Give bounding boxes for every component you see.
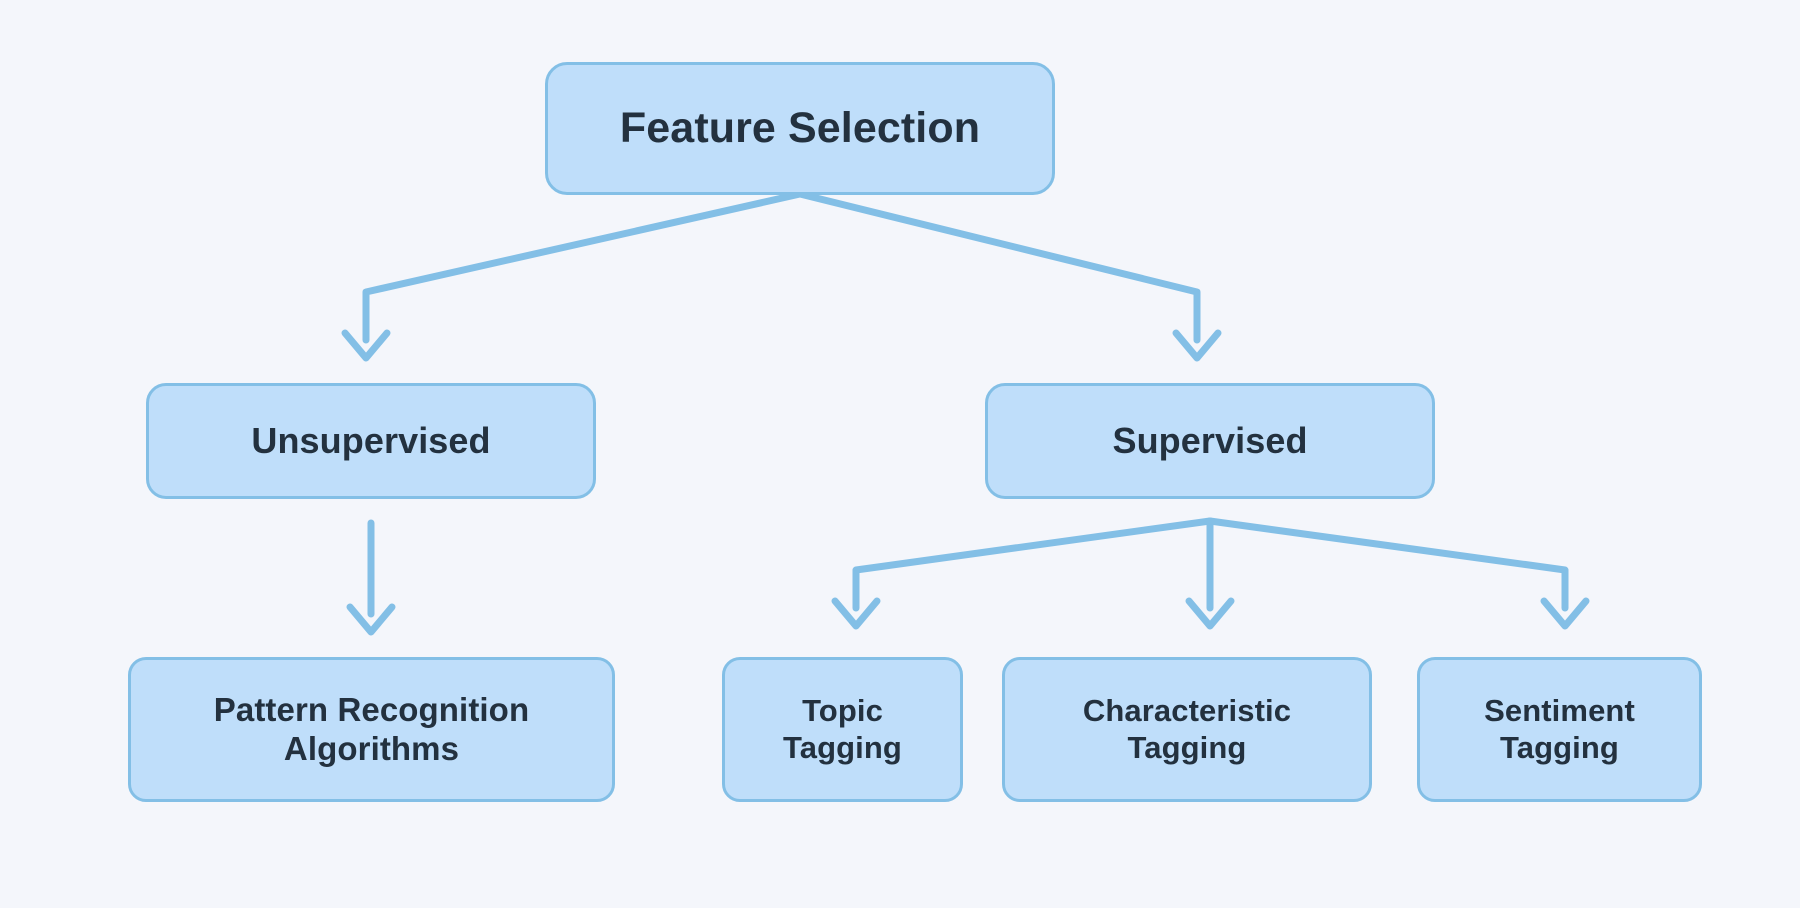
node-unsupervised-label: Unsupervised [251, 419, 491, 461]
arrowhead-characteristic [1185, 597, 1235, 630]
arrowhead-unsupervised [341, 329, 391, 362]
node-sentiment-tagging[interactable]: Sentiment Tagging [1417, 657, 1702, 802]
node-supervised[interactable]: Supervised [985, 383, 1435, 499]
arrowhead-sentiment [1540, 597, 1590, 630]
node-topic-tagging[interactable]: Topic Tagging [722, 657, 963, 802]
edge-supervised-to-topic [852, 517, 1214, 612]
node-pattern-recognition-algorithms[interactable]: Pattern Recognition Algorithms [128, 657, 615, 802]
edge-supervised-to-sentiment [1206, 517, 1569, 612]
arrowhead-topic [831, 597, 881, 630]
node-supervised-label: Supervised [1112, 419, 1308, 461]
node-sentiment-tagging-label: Sentiment Tagging [1484, 692, 1635, 765]
node-unsupervised[interactable]: Unsupervised [146, 383, 596, 499]
arrowhead-supervised [1172, 329, 1222, 362]
arrowhead-pattern [346, 603, 396, 636]
edge-root-to-unsupervised [362, 190, 804, 344]
node-characteristic-tagging[interactable]: Characteristic Tagging [1002, 657, 1372, 802]
node-characteristic-tagging-label: Characteristic Tagging [1082, 692, 1292, 765]
node-feature-selection[interactable]: Feature Selection [545, 62, 1055, 195]
node-topic-tagging-label: Topic Tagging [783, 692, 902, 765]
node-feature-selection-label: Feature Selection [619, 104, 981, 153]
edge-root-to-supervised [796, 190, 1201, 344]
node-pattern-recognition-algorithms-label: Pattern Recognition Algorithms [213, 690, 530, 767]
